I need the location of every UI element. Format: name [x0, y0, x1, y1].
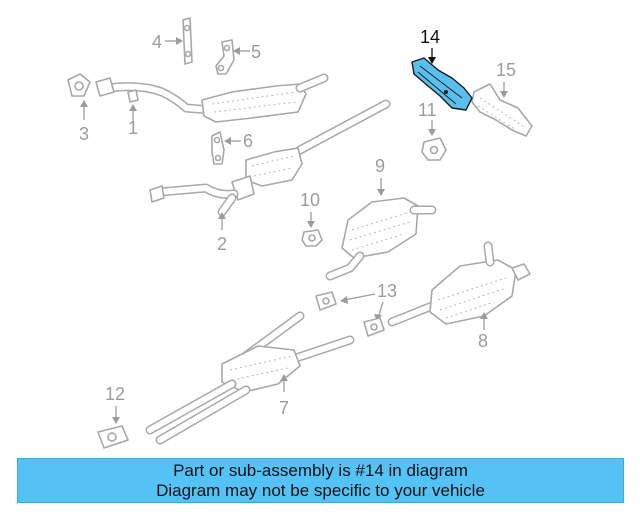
callout-11: 11: [418, 100, 437, 120]
part-8-rear-muffler[interactable]: [387, 241, 531, 327]
part-1-front-pipe-converter[interactable]: [95, 73, 329, 123]
banner-line-1: Part or sub-assembly is #14 in diagram: [173, 460, 468, 480]
callout-2: 2: [217, 234, 227, 254]
part-6-hanger[interactable]: [211, 131, 225, 165]
part-15-heat-shield[interactable]: [471, 83, 533, 137]
part-13-clamps[interactable]: [315, 291, 385, 337]
part-14-highlighted-shield[interactable]: [411, 57, 473, 111]
part-7-intermediate-pipe[interactable]: [145, 311, 355, 445]
part-4-bracket[interactable]: [182, 17, 193, 65]
callout-4: 4: [152, 32, 162, 52]
info-banner: Part or sub-assembly is #14 in diagram D…: [17, 458, 624, 503]
part-9-center-muffler[interactable]: [325, 197, 437, 281]
callout-13: 13: [377, 281, 397, 301]
callout-6: 6: [243, 131, 253, 151]
part-2-pipe-converter[interactable]: [149, 99, 391, 217]
callout-1: 1: [128, 118, 138, 138]
part-3-gasket[interactable]: [67, 73, 91, 97]
part-12-clamp[interactable]: [97, 425, 129, 449]
callout-8: 8: [478, 331, 488, 351]
callout-10: 10: [300, 190, 320, 210]
callout-3: 3: [79, 124, 89, 144]
callout-9: 9: [375, 156, 385, 176]
callout-15: 15: [496, 60, 516, 80]
part-5-hanger[interactable]: [215, 39, 235, 75]
callout-12: 12: [105, 384, 125, 404]
part-11-mount[interactable]: [421, 137, 447, 161]
callout-14: 14: [420, 27, 440, 47]
callout-7: 7: [279, 398, 289, 418]
part-10-clamp[interactable]: [301, 229, 323, 247]
banner-line-2: Diagram may not be specific to your vehi…: [156, 480, 485, 500]
callout-5: 5: [251, 42, 261, 62]
